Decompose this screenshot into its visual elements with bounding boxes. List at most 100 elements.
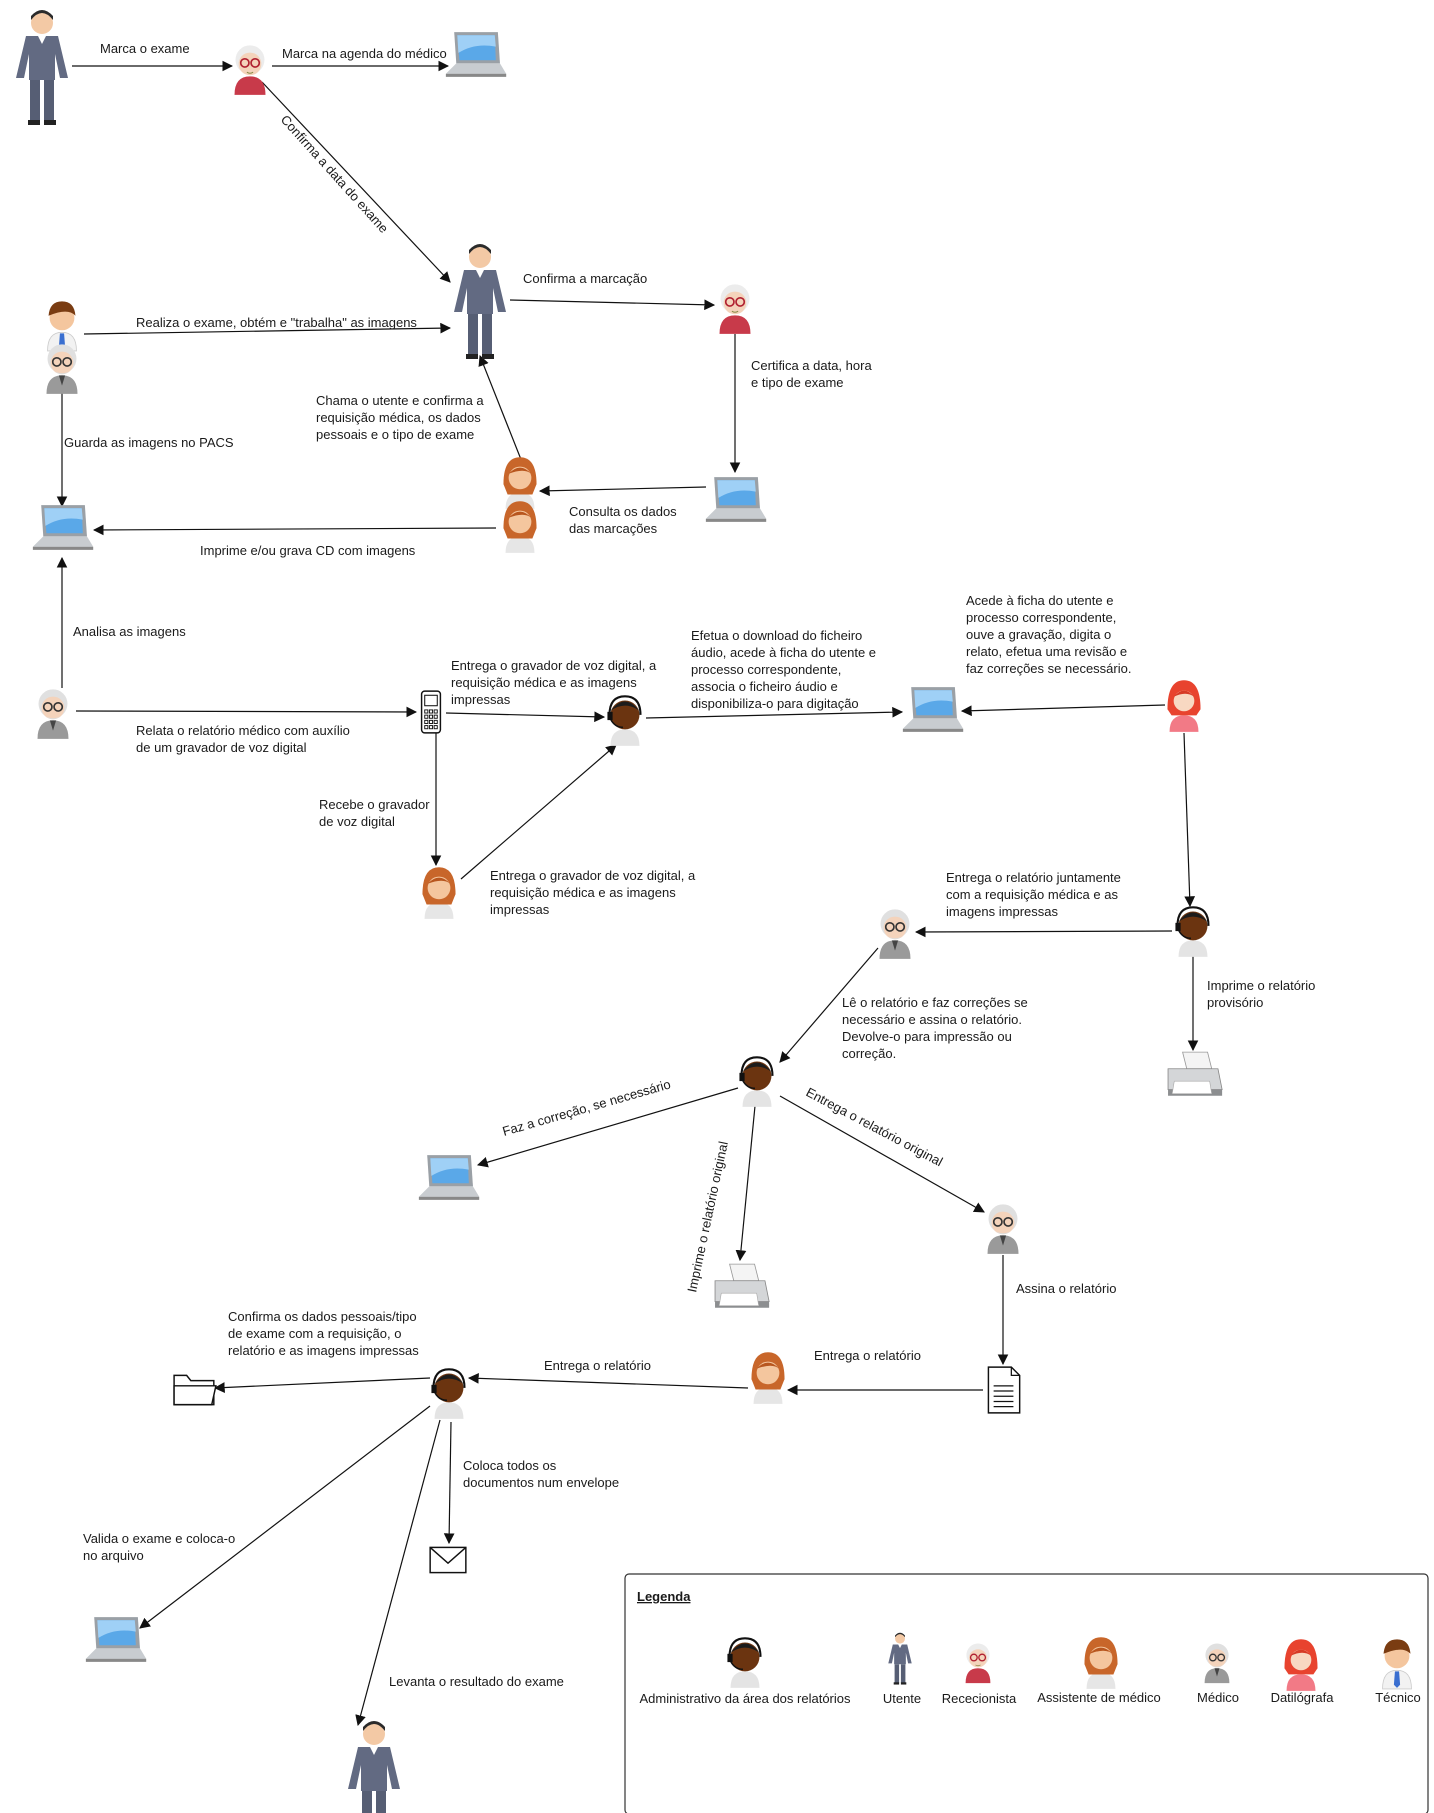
arrow-e24 [779, 1095, 985, 1213]
legend-box [624, 1573, 1429, 1813]
edge-label-line: requisição médica, os dados [316, 410, 481, 425]
arrow-e29 [443, 1421, 455, 1545]
edge-label-line: e tipo de exame [751, 375, 844, 390]
legend-items: Administrativo da área dos relatórios Ute… [640, 1632, 1421, 1706]
folder-icon [173, 1374, 217, 1406]
assistente-figure [751, 1352, 785, 1404]
datilografa-figure [1167, 680, 1201, 732]
assistente-figure [503, 501, 537, 553]
edge-label-line: Efetua o download do ficheiro [691, 628, 862, 643]
arrow-e7 [478, 354, 523, 463]
arrow-e10 [92, 524, 497, 536]
edge-label-line: Entrega o relatório original [804, 1084, 946, 1169]
arrow-e27 [467, 1372, 749, 1389]
edge-label-line: processo correspondente, [691, 662, 841, 677]
edge-label-line: Imprime o relatório original [684, 1140, 731, 1294]
edge-label-line: provisório [1207, 995, 1263, 1010]
edge-label-line: no arquivo [83, 1548, 144, 1563]
tecnico-figure [46, 300, 78, 352]
arrow-e17 [960, 704, 1166, 717]
edge-label-line: Marca na agenda do médico [282, 46, 447, 61]
edge-label-line: necessário e assina o relatório. [842, 1012, 1022, 1027]
edge-label-line: Entrega o relatório [544, 1358, 651, 1373]
utente-figure [16, 10, 68, 125]
arrow-e15 [460, 744, 617, 880]
arrow-e31 [355, 1419, 441, 1727]
edge-label-line: relato, efetua uma revisão e [966, 644, 1127, 659]
legend-utente-label: Utente [883, 1691, 921, 1706]
edge-label-line: Confirma os dados pessoais/tipo [228, 1309, 417, 1324]
edge-label-line: Valida o exame e coloca-o [83, 1531, 235, 1546]
printer-icon [714, 1263, 770, 1309]
legend-administrativo-label: Administrativo da área dos relatórios [640, 1691, 851, 1706]
edge-label-line: documentos num envelope [463, 1475, 619, 1490]
edge-label-line: Devolve-o para impressão ou [842, 1029, 1012, 1044]
medico-figure [986, 1203, 1020, 1255]
arrow-e13 [445, 711, 606, 723]
edge-label-line: faz correções se necessário. [966, 661, 1131, 676]
edge-label: Valida o exame e coloca-o no arquivo [83, 1531, 235, 1563]
legend-tecnico-label: Técnico [1375, 1690, 1421, 1705]
administrativo-figure [1174, 906, 1210, 959]
edge-label: Entrega o relatório original [804, 1084, 946, 1169]
edge-label-line: impressas [451, 692, 511, 707]
edge-label: Entrega o relatório juntamente com a requ… [946, 870, 1121, 919]
edge-label: Assina o relatório [1016, 1281, 1116, 1296]
administrativo-figure [430, 1368, 466, 1421]
voice-recorder-icon [420, 690, 442, 734]
envelope-icon [429, 1546, 467, 1574]
edge-label-line: Imprime e/ou grava CD com imagens [200, 543, 416, 558]
edge-label-line: Confirma a marcação [523, 271, 647, 286]
edge-label-line: Confirma a data do exame [278, 112, 392, 236]
laptop-icon [418, 1155, 480, 1200]
edge-label: Marca na agenda do médico [282, 46, 447, 61]
edge-label-line: Levanta o resultado do exame [389, 1674, 564, 1689]
edge-label-line: Entrega o gravador de voz digital, a [451, 658, 657, 673]
edge-label-line: Certifica a data, hora [751, 358, 872, 373]
edge-label-line: relatório e as imagens impressas [228, 1343, 419, 1358]
edge-label: Levanta o resultado do exame [389, 1674, 564, 1689]
edge-label: Faz a correção, se necessário [501, 1076, 673, 1138]
edge-label-line: Realiza o exame, obtém e "trabalha" as i… [136, 315, 417, 330]
edge-label-line: Entrega o gravador de voz digital, a [490, 868, 696, 883]
arrow-e8 [83, 322, 452, 335]
medico-figure [36, 688, 70, 740]
edge-label-line: requisição médica e as imagens [451, 675, 637, 690]
medico-figure [878, 908, 912, 960]
edge-label-line: de um gravador de voz digital [136, 740, 307, 755]
arrow-e3 [261, 81, 451, 283]
arrow-e6 [538, 485, 707, 497]
utente-figure [348, 1721, 400, 1813]
edge-label-line: com a requisição médica e as [946, 887, 1118, 902]
edge-label: Certifica a data, hora e tipo de exame [751, 358, 872, 390]
arrow-e12 [75, 706, 418, 718]
arrow-e16 [645, 706, 904, 719]
legend-assistente-label: Assistente de médico [1037, 1690, 1161, 1705]
edge-label-line: de exame com a requisição, o [228, 1326, 401, 1341]
arrow-e22 [476, 1087, 739, 1168]
edge-label: Entrega o gravador de voz digital, a requ… [451, 658, 657, 707]
document-icon [987, 1366, 1021, 1414]
legend-rececionista-label: Rececionista [942, 1691, 1017, 1706]
arrow-e19 [914, 926, 1173, 938]
edges-layer [56, 60, 1199, 1727]
edge-label-line: Faz a correção, se necessário [501, 1076, 673, 1138]
legend-assistente-icon [1084, 1637, 1118, 1689]
edge-label-line: correção. [842, 1046, 896, 1061]
edge-label: Efetua o download do ficheiro áudio, aced… [691, 628, 876, 711]
edge-label-line: processo correspondente, [966, 610, 1116, 625]
edge-label-line: áudio, acede à ficha do utente e [691, 645, 876, 660]
edge-label-line: Analisa as imagens [73, 624, 186, 639]
legend-panel: Legenda Administrativo da área dos relat… [624, 1573, 1429, 1813]
edge-label-line: Entrega o relatório juntamente [946, 870, 1121, 885]
arrow-e23 [735, 1105, 756, 1262]
